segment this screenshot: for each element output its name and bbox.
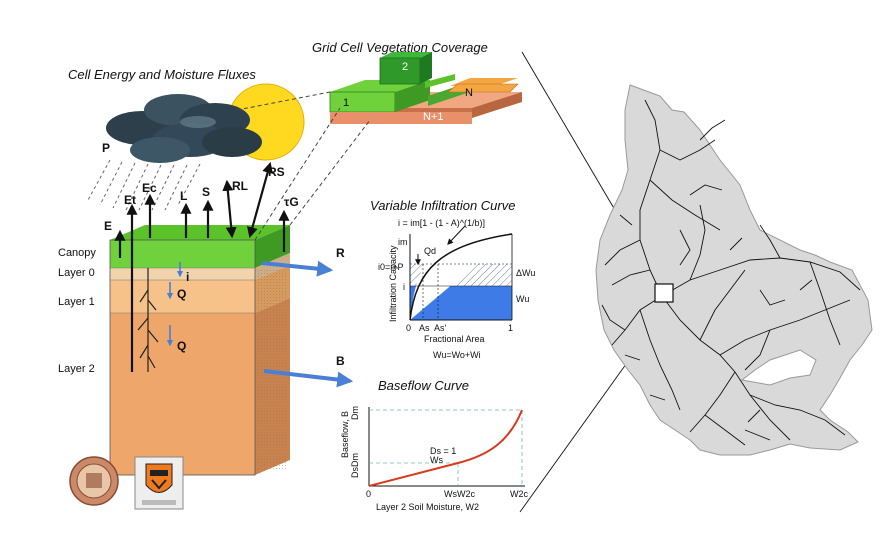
baseflow-curve-chart xyxy=(368,407,525,487)
vegetation-tiles xyxy=(329,52,522,124)
infil-equation: i = im[1 - (1 - A)^(1/b)] xyxy=(398,218,485,228)
flux-infil: i xyxy=(186,270,189,284)
baseflow-ytick-dsdm: DsDm xyxy=(350,453,360,478)
princeton-shield-logo xyxy=(134,456,184,510)
arrow-shortwave xyxy=(247,161,273,239)
label-canopy: Canopy xyxy=(58,247,96,259)
baseflow-xtick-0: 0 xyxy=(366,489,371,499)
infil-xtick-1: 1 xyxy=(508,323,513,333)
river-network xyxy=(601,99,861,446)
veg-tile-n1: N+1 xyxy=(423,111,444,123)
veg-tile-1: 1 xyxy=(343,97,349,109)
infil-xtick-as: As xyxy=(419,323,430,333)
baseflow-ytick-dm: Dm xyxy=(350,406,360,420)
flux-latent: L xyxy=(180,189,187,203)
baseflow-ylabel: Baseflow, B xyxy=(340,411,350,458)
baseflow-xlabel: Layer 2 Soil Moisture, W2 xyxy=(376,502,479,512)
label-layer1: Layer 1 xyxy=(58,296,95,308)
baseflow-xtick-ws: WsW2c xyxy=(444,489,475,499)
connector-bottom xyxy=(254,107,341,241)
infil-xtick-0: 0 xyxy=(406,323,411,333)
label-layer2: Layer 2 xyxy=(58,363,95,375)
title-vegetation: Grid Cell Vegetation Coverage xyxy=(312,40,488,55)
flux-sensible: S xyxy=(202,185,210,199)
arrow-runoff xyxy=(261,260,334,277)
flux-ec: Ec xyxy=(142,181,157,195)
flux-evap: E xyxy=(104,219,112,233)
connector-sun xyxy=(236,91,331,111)
title-infiltration: Variable Infiltration Curve xyxy=(370,198,515,213)
label-layer0: Layer 0 xyxy=(58,267,95,279)
flux-longwave: RL xyxy=(232,179,248,193)
arrow-baseflow xyxy=(263,369,354,388)
flux-et: Et xyxy=(124,193,136,207)
flux-runoff: R xyxy=(336,246,345,260)
baseflow-slope2: Ws xyxy=(430,455,443,465)
canopy-layer xyxy=(110,240,255,268)
flux-drain1: Q xyxy=(177,287,186,301)
university-seal-logo xyxy=(69,456,119,506)
connector-top xyxy=(289,119,371,226)
infil-xlabel: Fractional Area xyxy=(424,334,485,344)
basin-outline xyxy=(595,84,873,456)
flux-ground: τG xyxy=(284,195,299,209)
infil-ylab-im: im xyxy=(398,237,408,247)
soil-column xyxy=(109,225,290,476)
rain-icon xyxy=(87,159,201,211)
cloud-icon xyxy=(106,94,262,163)
arrow-longwave xyxy=(222,179,237,239)
title-baseflow: Baseflow Curve xyxy=(378,378,469,393)
selected-grid-cell xyxy=(654,283,674,303)
infil-wu: Wu xyxy=(516,294,529,304)
root-icon xyxy=(137,268,159,372)
river-basin-map xyxy=(595,84,873,456)
baseflow-xtick-w2c: W2c xyxy=(510,489,529,499)
infil-xtick-as2: As' xyxy=(434,323,447,333)
flux-drain2: Q xyxy=(177,339,186,353)
infiltration-curve xyxy=(409,233,513,321)
infiltration-curve-chart xyxy=(409,225,513,321)
infil-dw: ΔWu xyxy=(516,268,535,278)
infil-qd: Qd xyxy=(424,246,436,256)
flux-base: B xyxy=(336,354,345,368)
infil-ylab-i0: i0=i+P xyxy=(378,262,404,272)
veg-tile-n: N xyxy=(465,87,473,99)
infil-ylabel: Infiltration Capacity xyxy=(388,245,398,322)
infil-ylab-i: i xyxy=(403,282,405,292)
infil-relation: Wu=Wo+Wi xyxy=(433,350,481,360)
baseflow-slope: Ds = 1 xyxy=(430,446,456,456)
title-fluxes: Cell Energy and Moisture Fluxes xyxy=(68,67,256,82)
layer-1 xyxy=(110,280,255,313)
baseflow-curve xyxy=(368,409,523,487)
flux-shortwave: RS xyxy=(268,165,285,179)
flux-precip: P xyxy=(102,141,110,155)
layer-2 xyxy=(110,313,255,475)
veg-tile-2: 2 xyxy=(402,61,408,73)
